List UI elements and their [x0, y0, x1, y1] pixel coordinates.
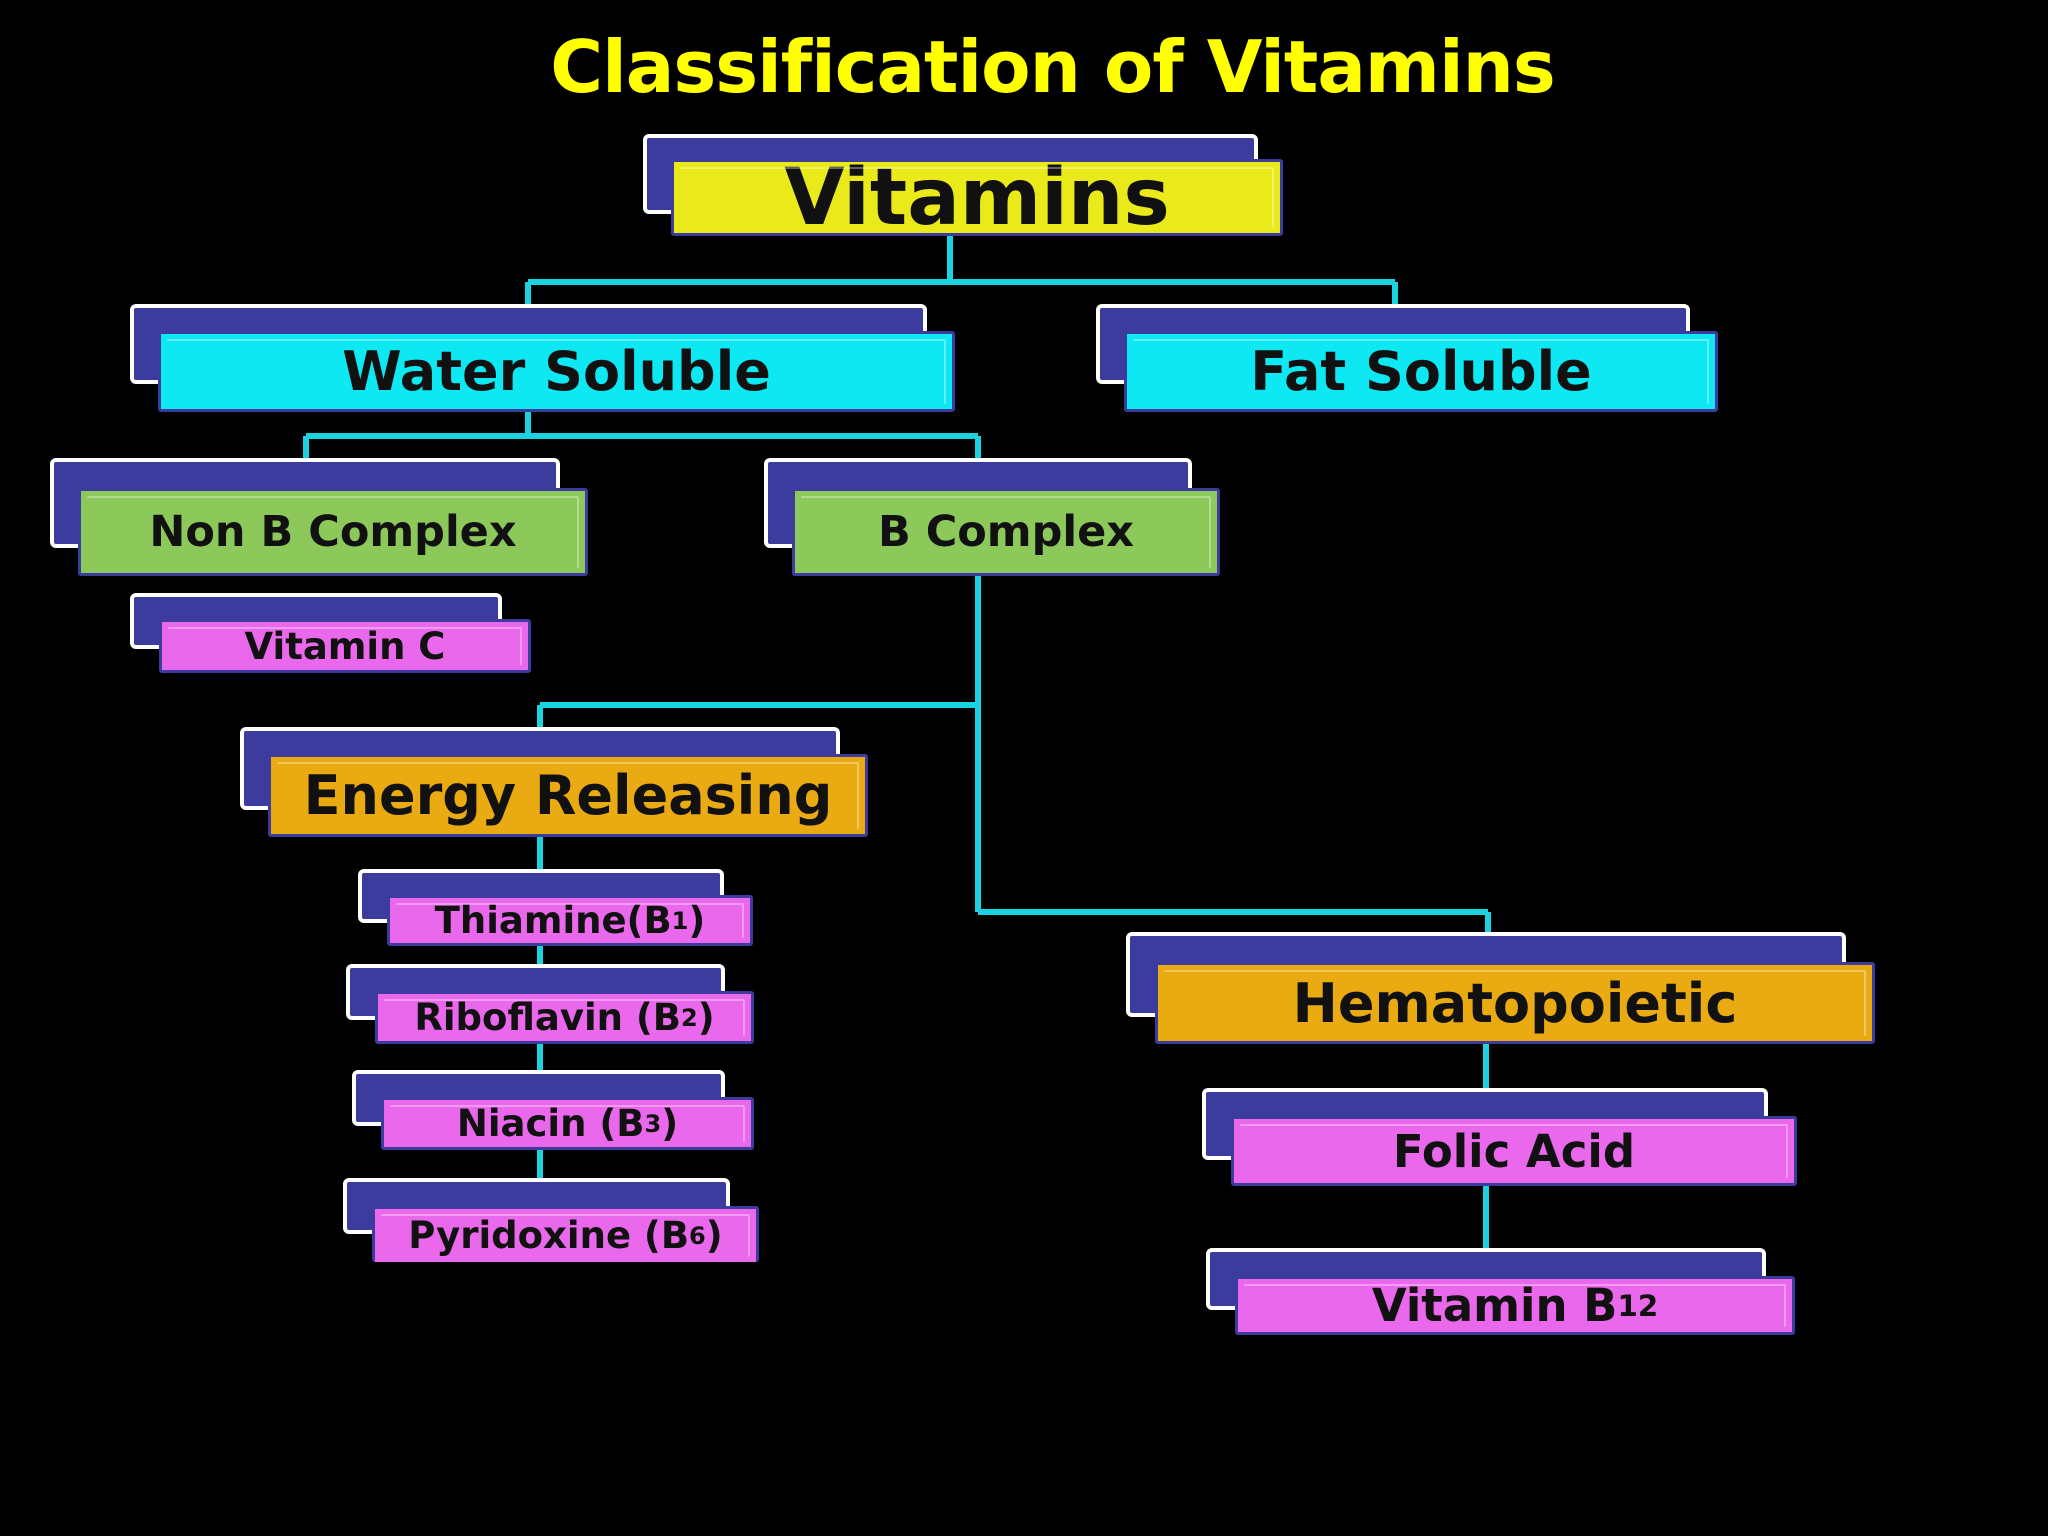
node-hematopoietic-label: Hematopoietic	[1155, 962, 1875, 1044]
node-vitamins: Vitamins	[643, 134, 1283, 242]
node-vitamin-c-label: Vitamin C	[159, 619, 531, 673]
node-vitamins-label: Vitamins	[671, 159, 1283, 236]
node-folic-acid-label: Folic Acid	[1231, 1116, 1797, 1186]
edge-vitamins-water-fat	[525, 235, 1398, 312]
edge-water-nonb-b	[303, 410, 981, 466]
node-hematopoietic: Hematopoietic	[1126, 932, 1875, 1044]
node-energy-releasing: Energy Releasing	[240, 727, 868, 837]
node-water-soluble: Water Soluble	[130, 304, 955, 412]
edge-bcomplex-branches	[537, 574, 1491, 955]
node-non-b-complex-label: Non B Complex	[78, 488, 588, 576]
node-vitamin-c: Vitamin C	[130, 593, 531, 673]
node-folic-acid: Folic Acid	[1202, 1088, 1797, 1186]
page-title: Classification of Vitamins	[550, 25, 1555, 109]
node-energy-releasing-label: Energy Releasing	[268, 754, 868, 837]
node-b-complex-label: B Complex	[792, 488, 1220, 576]
node-fat-soluble: Fat Soluble	[1096, 304, 1718, 412]
node-b-complex: B Complex	[764, 458, 1220, 576]
node-non-b-complex: Non B Complex	[50, 458, 588, 576]
node-water-soluble-label: Water Soluble	[158, 331, 955, 412]
node-fat-soluble-label: Fat Soluble	[1124, 331, 1718, 412]
